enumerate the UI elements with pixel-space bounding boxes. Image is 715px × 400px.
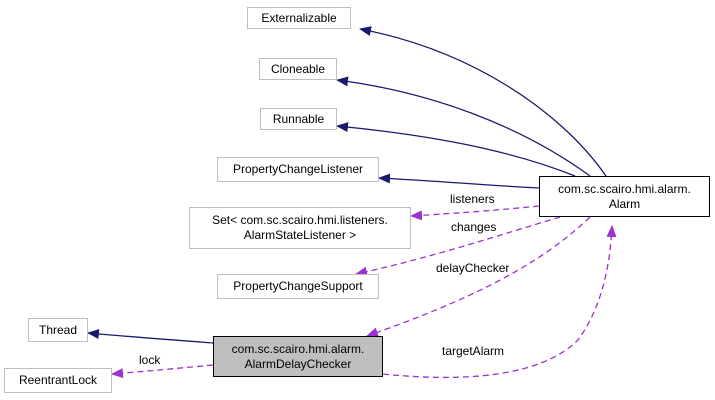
node-property-change-support[interactable]: PropertyChangeSupport bbox=[217, 274, 379, 299]
node-alarm-delay-checker-line1: com.sc.scairo.hmi.alarm. bbox=[231, 341, 365, 356]
edge-listeners bbox=[410, 205, 540, 221]
edge-label-target-alarm: targetAlarm bbox=[442, 344, 504, 358]
edge-label-delay-checker: delayChecker bbox=[436, 261, 509, 275]
node-set-listener-line2: AlarmStateListener > bbox=[243, 228, 357, 242]
node-property-change-listener-label: PropertyChangeListener bbox=[232, 162, 364, 176]
edge-target-alarm bbox=[382, 225, 617, 379]
node-thread[interactable]: Thread bbox=[28, 318, 88, 342]
node-set-listener-line1: Set< com.sc.scairo.hmi.listeners. bbox=[212, 213, 388, 227]
node-cloneable[interactable]: Cloneable bbox=[259, 58, 337, 80]
edge-delay-checker bbox=[366, 216, 591, 338]
node-alarm-delay-checker-line2: AlarmDelayChecker bbox=[244, 356, 352, 371]
node-alarm-delay-checker[interactable]: com.sc.scairo.hmi.alarm. AlarmDelayCheck… bbox=[213, 336, 383, 377]
edge-alarm-property-change-listener bbox=[378, 173, 540, 189]
node-runnable-label: Runnable bbox=[272, 111, 325, 126]
edge-label-changes: changes bbox=[451, 220, 496, 234]
edge-alarm-externalizable bbox=[359, 26, 607, 177]
node-runnable[interactable]: Runnable bbox=[260, 108, 337, 130]
edge-delaychecker-thread bbox=[87, 329, 214, 344]
node-reentrant-lock[interactable]: ReentrantLock bbox=[4, 368, 112, 393]
node-reentrant-lock-label: ReentrantLock bbox=[18, 373, 98, 387]
node-property-change-support-label: PropertyChangeSupport bbox=[233, 279, 363, 293]
node-alarm-line1: com.sc.scairo.hmi.alarm. bbox=[558, 181, 691, 196]
node-thread-label: Thread bbox=[38, 322, 78, 337]
node-alarm-line2: Alarm bbox=[608, 196, 641, 211]
node-set-listener[interactable]: Set< com.sc.scairo.hmi.listeners. AlarmS… bbox=[189, 207, 411, 249]
node-externalizable[interactable]: Externalizable bbox=[247, 7, 351, 29]
edge-label-lock: lock bbox=[139, 353, 161, 367]
node-cloneable-label: Cloneable bbox=[270, 61, 326, 76]
edge-label-listeners: listeners bbox=[450, 192, 495, 206]
node-alarm[interactable]: com.sc.scairo.hmi.alarm. Alarm bbox=[539, 176, 710, 217]
edge-alarm-cloneable bbox=[336, 76, 591, 177]
edge-lock bbox=[111, 364, 214, 379]
edge-changes bbox=[355, 216, 561, 277]
node-property-change-listener[interactable]: PropertyChangeListener bbox=[217, 157, 379, 182]
node-externalizable-label: Externalizable bbox=[261, 10, 337, 25]
edge-alarm-runnable bbox=[336, 122, 576, 177]
